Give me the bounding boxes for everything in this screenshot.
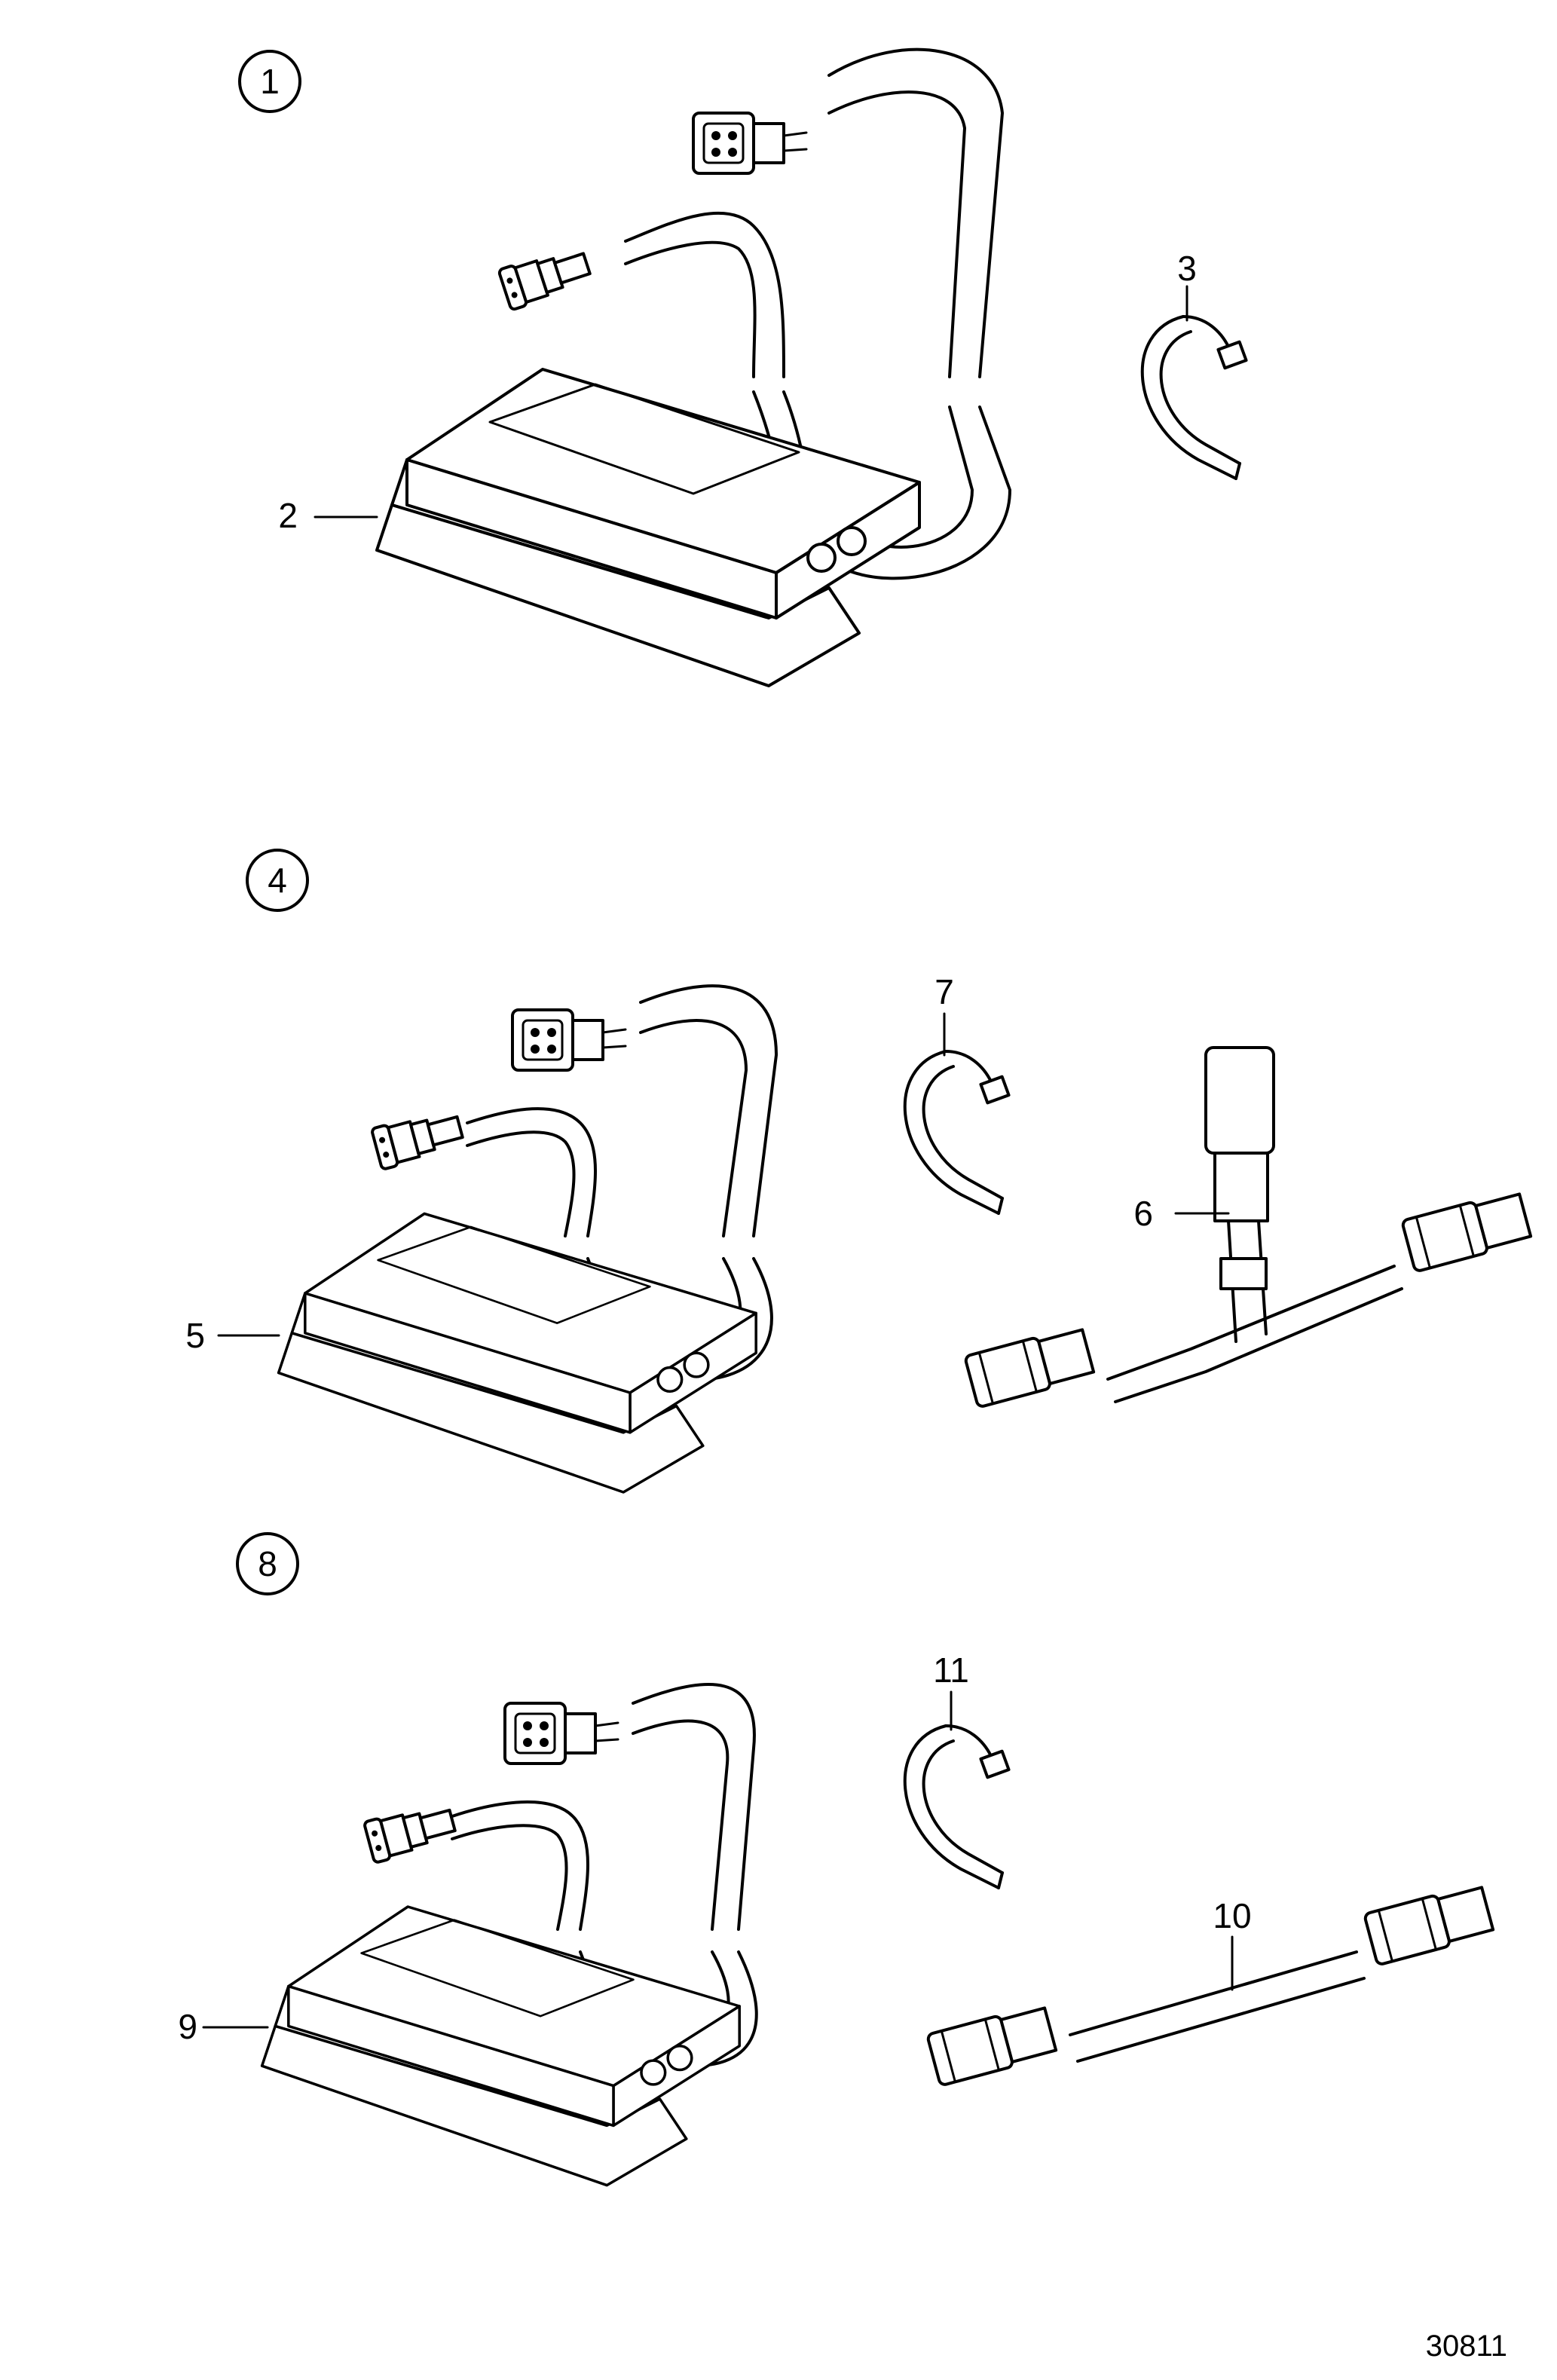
part-label-11: 11	[933, 1650, 969, 1690]
part-label-9: 9	[178, 2007, 197, 2046]
group-1: 1 2 3	[238, 47, 1248, 687]
part-label-7: 7	[935, 972, 954, 1011]
part-label-3: 3	[1177, 249, 1197, 288]
reference-number: 30811	[1426, 2330, 1507, 2363]
y-adapter-harness	[963, 1046, 1534, 1409]
part-label-2: 2	[278, 496, 298, 535]
group-8: 8 9 11 10	[178, 1532, 1496, 2187]
group-label-4: 4	[268, 861, 287, 900]
extension-harness	[925, 1881, 1496, 2088]
part-label-6: 6	[1133, 1194, 1153, 1233]
part-label-10: 10	[1213, 1896, 1251, 1935]
part-label-5: 5	[185, 1316, 205, 1355]
group-4: 4 5 7 6	[185, 849, 1534, 1494]
group-label-1: 1	[260, 62, 280, 101]
group-label-8: 8	[258, 1544, 277, 1583]
